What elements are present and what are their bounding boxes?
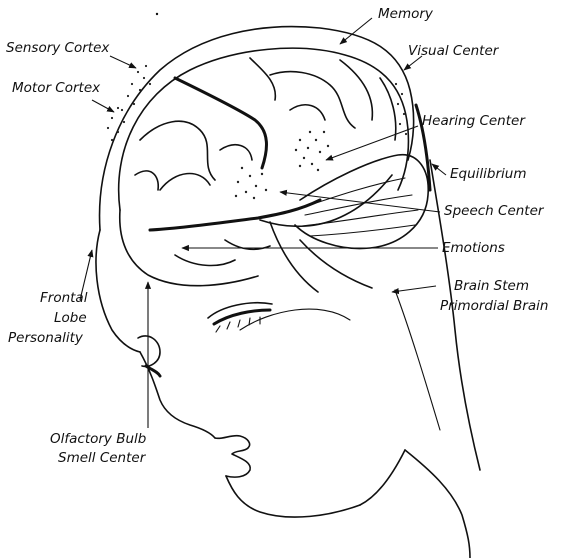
ink-speck bbox=[156, 13, 158, 15]
speech-center-stipple bbox=[235, 167, 267, 199]
label-personality: Personality bbox=[8, 330, 84, 346]
hearing-center-stipple bbox=[295, 131, 329, 171]
brain-stem-arrow bbox=[392, 286, 436, 292]
head-outline bbox=[96, 27, 480, 558]
speech-center-arrow bbox=[280, 192, 440, 212]
label-brain-stem: Brain Stem bbox=[454, 278, 529, 294]
sensory-cortex-stipple bbox=[121, 65, 151, 111]
label-speech-center: Speech Center bbox=[444, 203, 545, 219]
label-sensory-cortex: Sensory Cortex bbox=[6, 40, 110, 56]
label-lobe: Lobe bbox=[54, 310, 87, 326]
label-memory: Memory bbox=[378, 6, 434, 22]
labels: Sensory Cortex Motor Cortex Memory Visua… bbox=[6, 6, 548, 466]
leader-lines bbox=[80, 18, 446, 428]
label-frontal: Frontal bbox=[40, 290, 88, 306]
label-olfactory-bulb: Olfactory Bulb bbox=[50, 431, 146, 447]
motor-cortex-arrow bbox=[92, 100, 114, 112]
equilibrium-arrow bbox=[432, 164, 446, 175]
label-primordial-brain: Primordial Brain bbox=[440, 298, 548, 314]
sensory-cortex-arrow bbox=[110, 56, 136, 68]
label-smell-center: Smell Center bbox=[58, 450, 147, 466]
label-visual-center: Visual Center bbox=[408, 43, 500, 59]
brain bbox=[107, 48, 430, 292]
label-equilibrium: Equilibrium bbox=[450, 166, 527, 182]
label-motor-cortex: Motor Cortex bbox=[12, 80, 101, 96]
label-hearing-center: Hearing Center bbox=[422, 113, 526, 129]
label-emotions: Emotions bbox=[442, 240, 505, 256]
